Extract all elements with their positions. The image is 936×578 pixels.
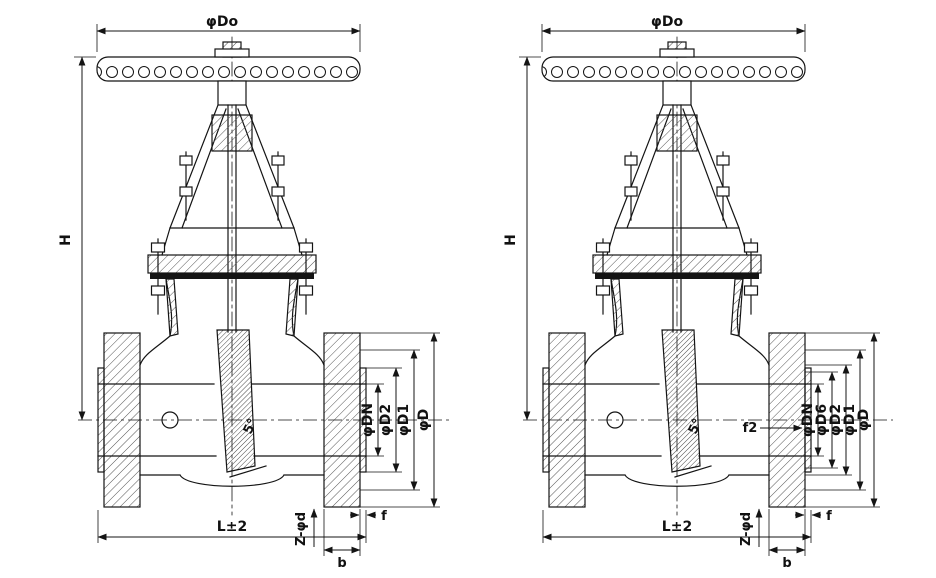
dim-label-b: b	[337, 556, 346, 571]
dim-label-zd: Z-φd	[294, 512, 309, 546]
dim-label-dn: φDN	[360, 403, 376, 437]
dim-label-h: H	[503, 234, 519, 246]
ext-b	[323, 509, 361, 556]
dim-label-b: b	[782, 556, 791, 571]
dim-label-l: L±2	[662, 519, 692, 535]
right-valve-dimensions: φDo H φDN φD6 φD2 φD1 φD f2 L±2 b Z-φd f…	[503, 14, 893, 571]
dim-label-d2: φD2	[378, 404, 394, 436]
dim-label-l: L±2	[217, 519, 247, 535]
dim-label-dn: φDN	[800, 403, 816, 437]
left-valve-dimensions: φDo H φDN φD2 φD1 φD L±2 b Z-φd f 5°	[58, 14, 452, 571]
dim-label-d: φD	[416, 409, 432, 432]
dim-label-do: φDo	[651, 14, 684, 30]
dim-label-f: f	[381, 509, 387, 524]
right-valve-body	[541, 36, 812, 516]
angle-label: 5°	[241, 416, 261, 436]
dim-label-d1: φD1	[842, 404, 858, 436]
dim-label-d: φD	[856, 409, 872, 432]
dim-label-h: H	[58, 234, 74, 246]
dim-label-f2: f2	[743, 421, 758, 436]
dim-label-f: f	[826, 509, 832, 524]
dim-label-d2: φD2	[828, 404, 844, 436]
dim-label-zd: Z-φd	[739, 512, 754, 546]
left-valve-body	[96, 36, 367, 516]
ext-b	[768, 509, 806, 556]
dim-label-d1: φD1	[396, 404, 412, 436]
dim-label-d6: φD6	[814, 404, 830, 436]
dim-label-do: φDo	[206, 14, 239, 30]
angle-label: 5°	[686, 416, 706, 436]
